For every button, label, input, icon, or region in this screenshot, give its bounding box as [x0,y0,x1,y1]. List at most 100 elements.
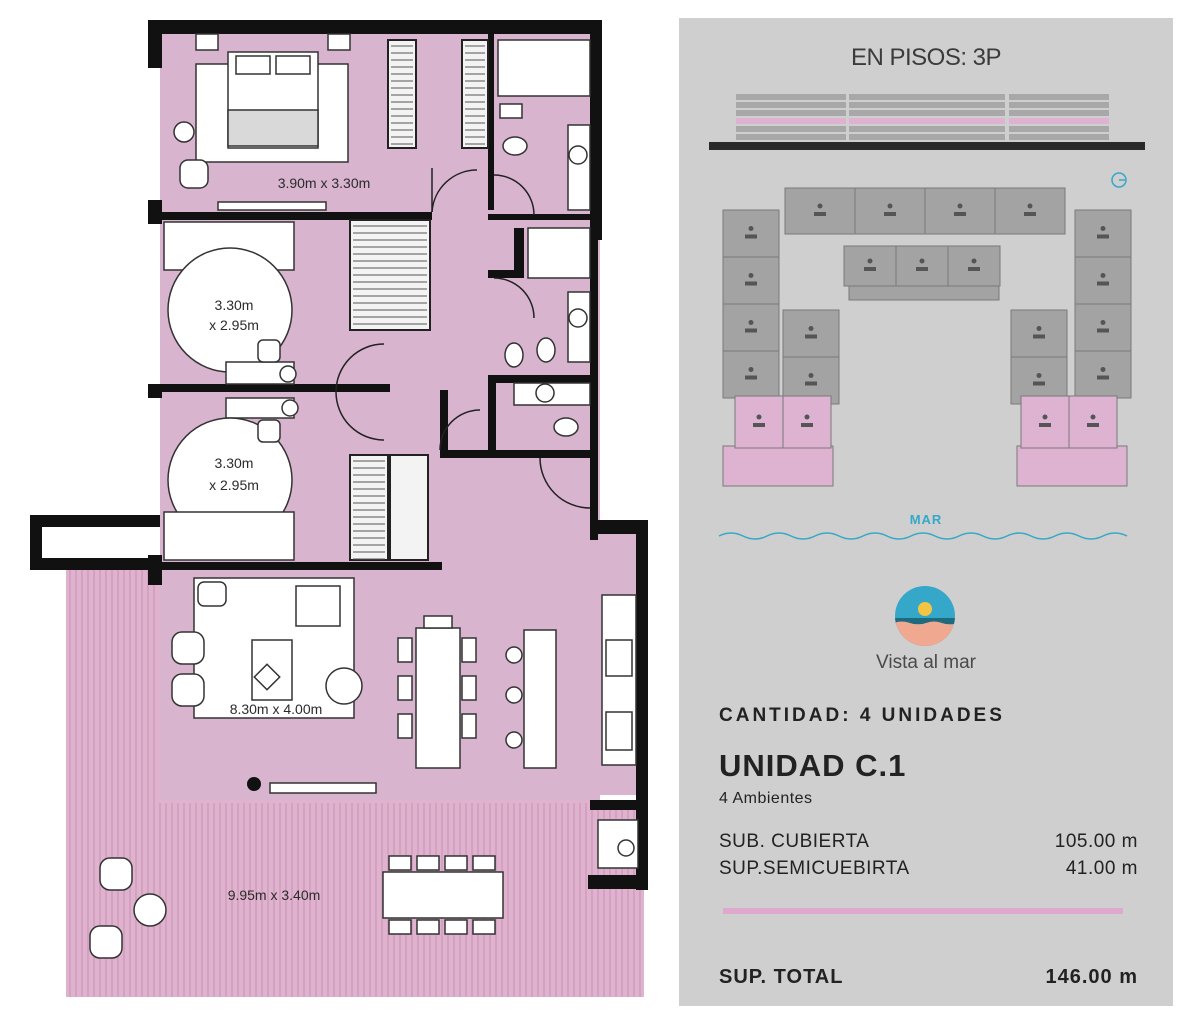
site-unit-mark [805,381,817,386]
site-unit-mark [801,423,813,427]
site-unit [1074,209,1132,258]
site-unit [994,187,1066,235]
site-unit-mark [867,258,873,264]
bedroom-3-furniture [163,397,299,561]
living-furniture [171,577,557,794]
site-unit-mark [817,203,823,209]
site-unit [1074,256,1132,305]
site-unit-mark [1100,273,1106,278]
site-unit [1074,350,1132,399]
site-pink-block [722,445,834,487]
sea-label: MAR [909,512,943,527]
site-unit-mark [805,334,817,339]
unit-name: UNIDAD C.1 [719,748,907,783]
site-unit-mark [1090,414,1096,420]
bedroom-2-dims-line2: x 2.95m [209,317,259,333]
site-unit [947,245,1001,287]
site-unit-mark [1100,320,1106,325]
quantity-label: CANTIDAD: 4 UNIDADES [719,705,1005,726]
site-unit [1010,309,1068,358]
bedroom-3-dims-line2: x 2.95m [209,477,259,493]
site-unit [722,209,780,258]
site-unit-mark [1100,367,1106,372]
terrace-furniture [89,855,504,959]
site-unit-mark [1036,326,1042,331]
elevation-floor-bar [1009,134,1109,140]
building-diagram [709,94,1145,540]
elevation-floor-bar [736,126,846,132]
kitchen-counter [597,594,639,869]
elevation-floor-bar [1009,126,1109,132]
elevation-floor-bar [849,126,1005,132]
site-unit-mark [1042,414,1048,420]
terrace [66,567,644,997]
covered-area-label: SUB. CUBIERTA [719,831,870,852]
site-unit-mark [916,267,928,271]
site-unit-mark [753,423,765,427]
site-unit [895,245,949,287]
site-unit-mark [748,226,754,231]
site-unit-mark [748,367,754,372]
site-unit [722,303,780,352]
elevation-floor-bar [1009,102,1109,108]
site-unit-mark [887,203,893,209]
total-area-label: SUP. TOTAL [719,966,844,988]
site-unit [1020,395,1070,449]
elevation-floor-bar [736,134,846,140]
site-unit-mark [745,234,757,239]
doors [335,168,591,509]
site-unit-mark [745,281,757,286]
site-unit-mark [968,267,980,271]
site-unit [924,187,996,235]
elevation-floor-bar [736,94,846,100]
view-label: Vista al mar [876,652,976,673]
site-unit-mark [1097,234,1109,239]
site-unit-mark [1036,373,1042,378]
walls [30,20,648,890]
site-unit [734,395,784,449]
unit-rooms: 4 Ambientes [719,790,813,807]
floors-title: EN PISOS: 3P [850,44,1002,71]
bedroom-3-dims-line1: 3.30m [215,455,254,471]
site-unit-mark [748,320,754,325]
bathroom-fixtures [497,39,591,437]
master-bedroom-dims: 3.90m x 3.30m [278,175,371,191]
site-unit-mark [864,267,876,271]
info-panel: EN PISOS: 3P MAR Vista al mar CANTIDAD: … [679,18,1173,1006]
site-unit-mark [745,375,757,380]
site-unit [843,245,897,287]
living-room-dims: 8.30m x 4.00m [230,701,323,717]
elevation-floor-bar [1009,94,1109,100]
site-plan [722,187,1132,487]
site-unit-mark [814,212,826,216]
site-unit [722,350,780,399]
site-unit-mark [1033,381,1045,386]
site-unit [782,309,840,358]
site-unit-mark [745,328,757,333]
elevation-floor-bar [736,110,846,116]
site-unit-mark [808,373,814,378]
site-pink-block [1016,445,1128,487]
site-unit-mark [1100,226,1106,231]
site-unit [722,256,780,305]
elevation-floor-bar [736,118,846,124]
site-unit-mark [1097,328,1109,333]
site-unit-mark [954,212,966,216]
elevation-floor-bar [849,118,1005,124]
site-unit-mark [1097,375,1109,380]
site-unit-mark [1024,212,1036,216]
column-dot [247,777,261,791]
total-area-value: 146.00 m [1045,966,1138,988]
site-unit-mark [919,258,925,264]
site-unit-mark [1097,281,1109,286]
terrace-dims: 9.95m x 3.40m [228,887,321,903]
building-elevation [709,94,1145,150]
site-unit [1074,303,1132,352]
master-bed [173,33,351,211]
site-unit-mark [971,258,977,264]
compass-icon [1111,172,1127,188]
bedroom-2-furniture [163,221,297,385]
semicovered-area-label: SUP.SEMICUEBIRTA [719,858,910,879]
covered-area-value: 105.00 m [1054,831,1138,852]
site-unit-mark [1087,423,1099,427]
